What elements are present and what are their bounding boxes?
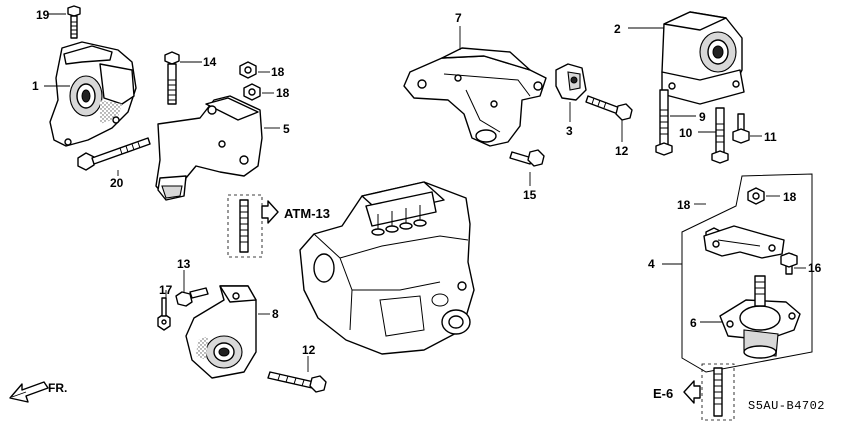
callout-18-d: 18 — [783, 190, 797, 204]
callout-11: 11 — [764, 130, 777, 144]
callout-20: 20 — [110, 176, 124, 190]
bolt-15 — [509, 149, 545, 167]
callout-16: 16 — [808, 261, 822, 275]
bracket-5 — [155, 95, 263, 201]
clip-17 — [157, 297, 171, 331]
damper-3 — [555, 63, 587, 101]
side-mount-8 — [185, 285, 257, 379]
callout-12-a: 12 — [615, 144, 629, 158]
bracket-7 — [403, 47, 547, 147]
mount-bracket-1 — [49, 41, 137, 147]
callout-13: 13 — [177, 257, 191, 271]
bolt-20 — [77, 137, 151, 171]
callout-17: 17 — [159, 283, 173, 297]
callout-5: 5 — [283, 122, 290, 136]
callout-2: 2 — [614, 22, 621, 36]
assembly-frame-4 — [681, 173, 813, 373]
bolt-16 — [780, 252, 798, 275]
stud-atm — [227, 194, 279, 258]
bolt-12-b — [267, 371, 327, 393]
engine-block — [299, 181, 475, 355]
reference-e6[interactable]: E-6 — [653, 386, 673, 401]
callout-7: 7 — [455, 11, 462, 25]
reference-atm[interactable]: ATM-13 — [284, 206, 330, 221]
callout-18-a: 18 — [271, 65, 285, 79]
front-arrow-icon — [9, 381, 49, 403]
bolt-14 — [164, 51, 180, 105]
callout-4: 4 — [648, 257, 655, 271]
front-label: FR. — [48, 381, 67, 395]
callout-10: 10 — [679, 126, 693, 140]
upper-mount-2 — [661, 11, 745, 105]
nut-18-d — [747, 187, 765, 205]
nut-18-b — [243, 83, 261, 101]
callout-6: 6 — [690, 316, 697, 330]
callout-3: 3 — [566, 124, 573, 138]
callout-8: 8 — [272, 307, 279, 321]
bolt-13 — [175, 287, 209, 307]
bolt-11 — [732, 113, 750, 144]
bolt-19 — [67, 5, 81, 39]
diagram-code: S5AU-B4702 — [748, 399, 825, 413]
bolt-12-a — [585, 95, 633, 121]
callout-1: 1 — [32, 79, 39, 93]
callout-19: 19 — [36, 8, 50, 22]
callout-18-b: 18 — [276, 86, 290, 100]
callout-14: 14 — [203, 55, 217, 69]
nut-18-a — [239, 61, 257, 79]
callout-12-b: 12 — [302, 343, 316, 357]
bolt-9 — [655, 89, 673, 156]
callout-18-c: 18 — [677, 198, 691, 212]
rubber-mount-6 — [719, 275, 801, 359]
callout-9: 9 — [699, 110, 706, 124]
mount-bracket-inner — [703, 225, 785, 259]
bolt-10 — [711, 107, 729, 164]
stud-e6 — [683, 363, 735, 421]
callout-15: 15 — [523, 188, 537, 202]
